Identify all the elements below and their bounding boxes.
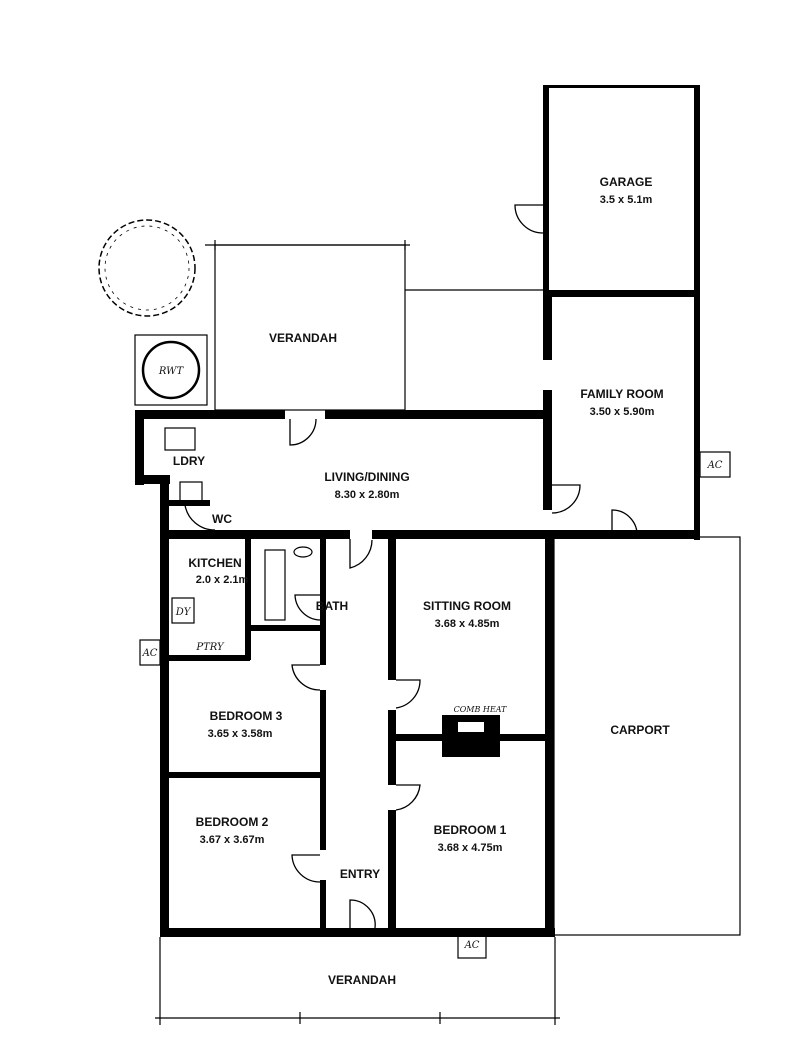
svg-text:AC: AC xyxy=(464,940,480,951)
ac-unit-front: AC xyxy=(457,929,487,959)
laundry-label: LDRY xyxy=(173,454,205,468)
dryer-label: DY xyxy=(175,607,192,618)
bathtub xyxy=(264,549,286,621)
front-verandah xyxy=(155,937,560,1025)
bedroom2-label: BEDROOM 2 xyxy=(196,815,269,829)
wc-label: WC xyxy=(212,512,232,526)
ac-unit-family: AC xyxy=(699,451,731,478)
bedroom1-size: 3.68 x 4.75m xyxy=(438,842,503,854)
rainwater-tank: RWT xyxy=(134,334,208,406)
garage-label: GARAGE xyxy=(600,175,653,189)
sitting-room-size: 3.68 x 4.85m xyxy=(435,618,500,630)
bedroom1-label: BEDROOM 1 xyxy=(434,823,507,837)
carport-outline xyxy=(553,536,741,936)
verandah-front-label: VERANDAH xyxy=(328,973,396,987)
toilet xyxy=(179,481,203,503)
laundry-tub xyxy=(164,427,196,451)
kitchen-size: 2.0 x 2.1m xyxy=(196,574,249,586)
tree-icon xyxy=(98,219,196,317)
rwt-label: RWT xyxy=(158,366,185,377)
garage-size: 3.5 x 5.1m xyxy=(600,194,653,206)
family-room-size: 3.50 x 5.90m xyxy=(590,406,655,418)
basin xyxy=(293,546,313,558)
living-dining-size: 8.30 x 2.80m xyxy=(335,489,400,501)
pantry-label: PTRY xyxy=(195,642,225,653)
entry-label: ENTRY xyxy=(340,867,380,881)
bedroom3-label: BEDROOM 3 xyxy=(210,709,283,723)
heater-label: COMB HEAT xyxy=(454,705,507,714)
svg-text:AC: AC xyxy=(142,648,158,659)
bedroom2-size: 3.67 x 3.67m xyxy=(200,834,265,846)
family-room-label: FAMILY ROOM xyxy=(580,387,663,401)
carport-label: CARPORT xyxy=(610,723,670,737)
svg-text:AC: AC xyxy=(707,460,723,471)
rear-verandah: VERANDAH xyxy=(205,240,545,411)
ac-unit-side: AC xyxy=(139,639,161,666)
sitting-room-label: SITTING ROOM xyxy=(423,599,511,613)
living-dining-label: LIVING/DINING xyxy=(324,470,409,484)
bath-label: BATH xyxy=(316,599,348,613)
bedroom3-size: 3.65 x 3.58m xyxy=(208,728,273,740)
verandah-rear-label: VERANDAH xyxy=(269,331,337,345)
kitchen-label: KITCHEN xyxy=(188,556,241,570)
